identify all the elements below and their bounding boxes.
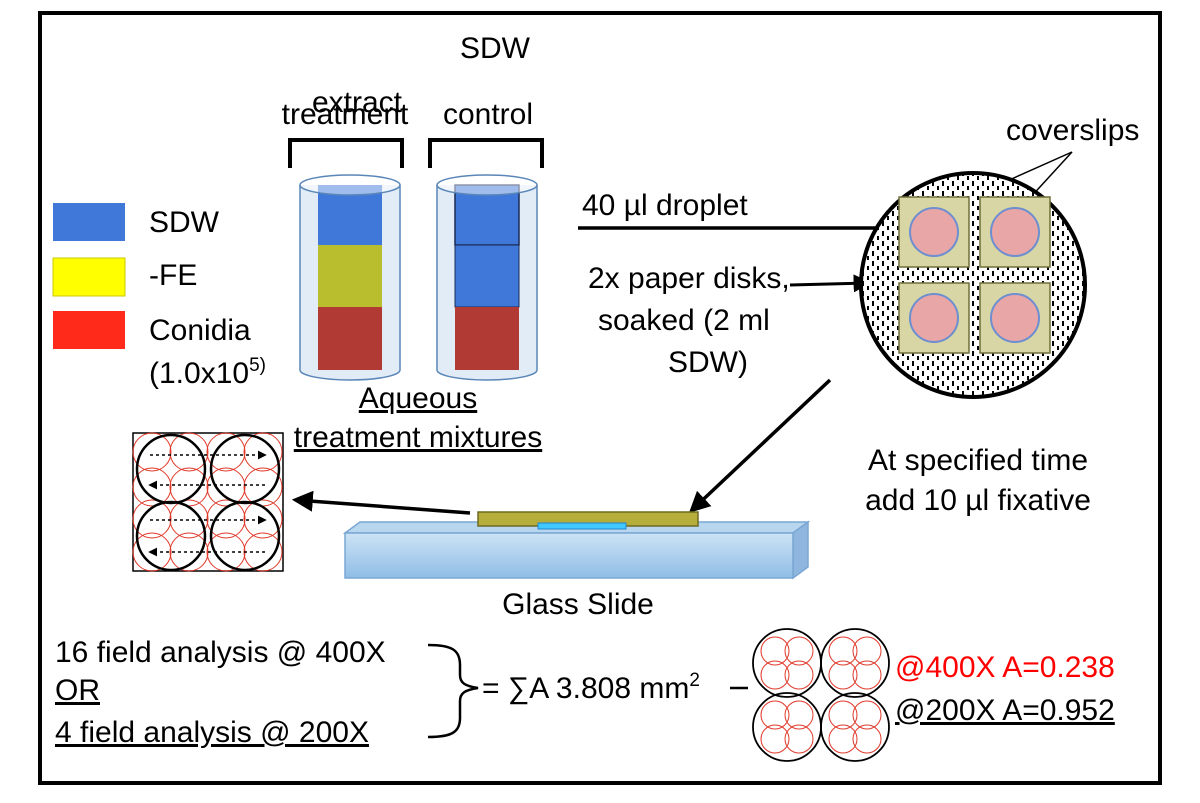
- disks-label-line2: soaked (2 ml: [598, 304, 770, 337]
- result-200x: @200X A=0.952: [895, 694, 1115, 727]
- tubes-caption-line2: treatment mixtures: [294, 421, 542, 454]
- disks-arrow: [789, 274, 872, 293]
- analysis-line2: OR: [55, 674, 100, 707]
- glass-slide: [342, 511, 811, 580]
- control-tube: [436, 174, 538, 381]
- legend-swatch-conidia: [53, 311, 125, 349]
- tubes-caption-line1: Aqueous: [359, 382, 477, 415]
- analysis-line3: 4 field analysis @ 200X: [55, 716, 369, 749]
- legend-swatch-fe: [52, 257, 126, 297]
- petri-dish: [859, 171, 1087, 399]
- extract-tube: [299, 174, 401, 381]
- coverslips-label: coverslips: [1006, 114, 1139, 147]
- legend: SDW -FE Conidia (1.0x105): [52, 203, 266, 390]
- legend-label-conidia: Conidia: [149, 314, 251, 347]
- sum-area: = ∑A 3.808 mm2: [482, 670, 700, 705]
- dish-to-slide-arrow: [688, 378, 832, 513]
- control-conidia-layer: [455, 307, 519, 370]
- field-grid: [132, 432, 284, 572]
- legend-label-fe: -FE: [149, 259, 197, 292]
- control-sdw-layer-2: [454, 244, 520, 308]
- legend-swatch-sdw: [53, 203, 125, 241]
- control-label-line1: SDW: [460, 32, 531, 65]
- droplet-label: 40 µl droplet: [582, 189, 748, 222]
- fixative-label-line1: At specified time: [868, 444, 1088, 477]
- analysis-line1: 16 field analysis @ 400X: [55, 636, 386, 669]
- extract-fe-layer: [318, 245, 382, 307]
- control-label-line2: control: [443, 98, 533, 131]
- grouping-brace: [427, 643, 479, 739]
- slide-to-grid-arrow: [291, 490, 471, 515]
- legend-label-sdw: SDW: [149, 206, 220, 239]
- slide-label: Glass Slide: [502, 588, 654, 621]
- result-400x: @400X A=0.238: [895, 651, 1115, 684]
- extract-conidia-layer: [318, 307, 382, 370]
- field-overlap-pattern: [752, 628, 890, 762]
- control-bracket: [428, 138, 544, 168]
- disks-label-line3: SDW): [668, 346, 748, 379]
- extract-label-line2: treatment: [282, 98, 409, 131]
- extract-bracket: [288, 138, 404, 168]
- fixative-label-line2: add 10 µl fixative: [865, 484, 1091, 517]
- extract-label-line1: extract: [312, 86, 403, 119]
- conidia-concentration: (1.0x105): [149, 355, 266, 390]
- disks-label-line1: 2x paper disks,: [588, 262, 790, 295]
